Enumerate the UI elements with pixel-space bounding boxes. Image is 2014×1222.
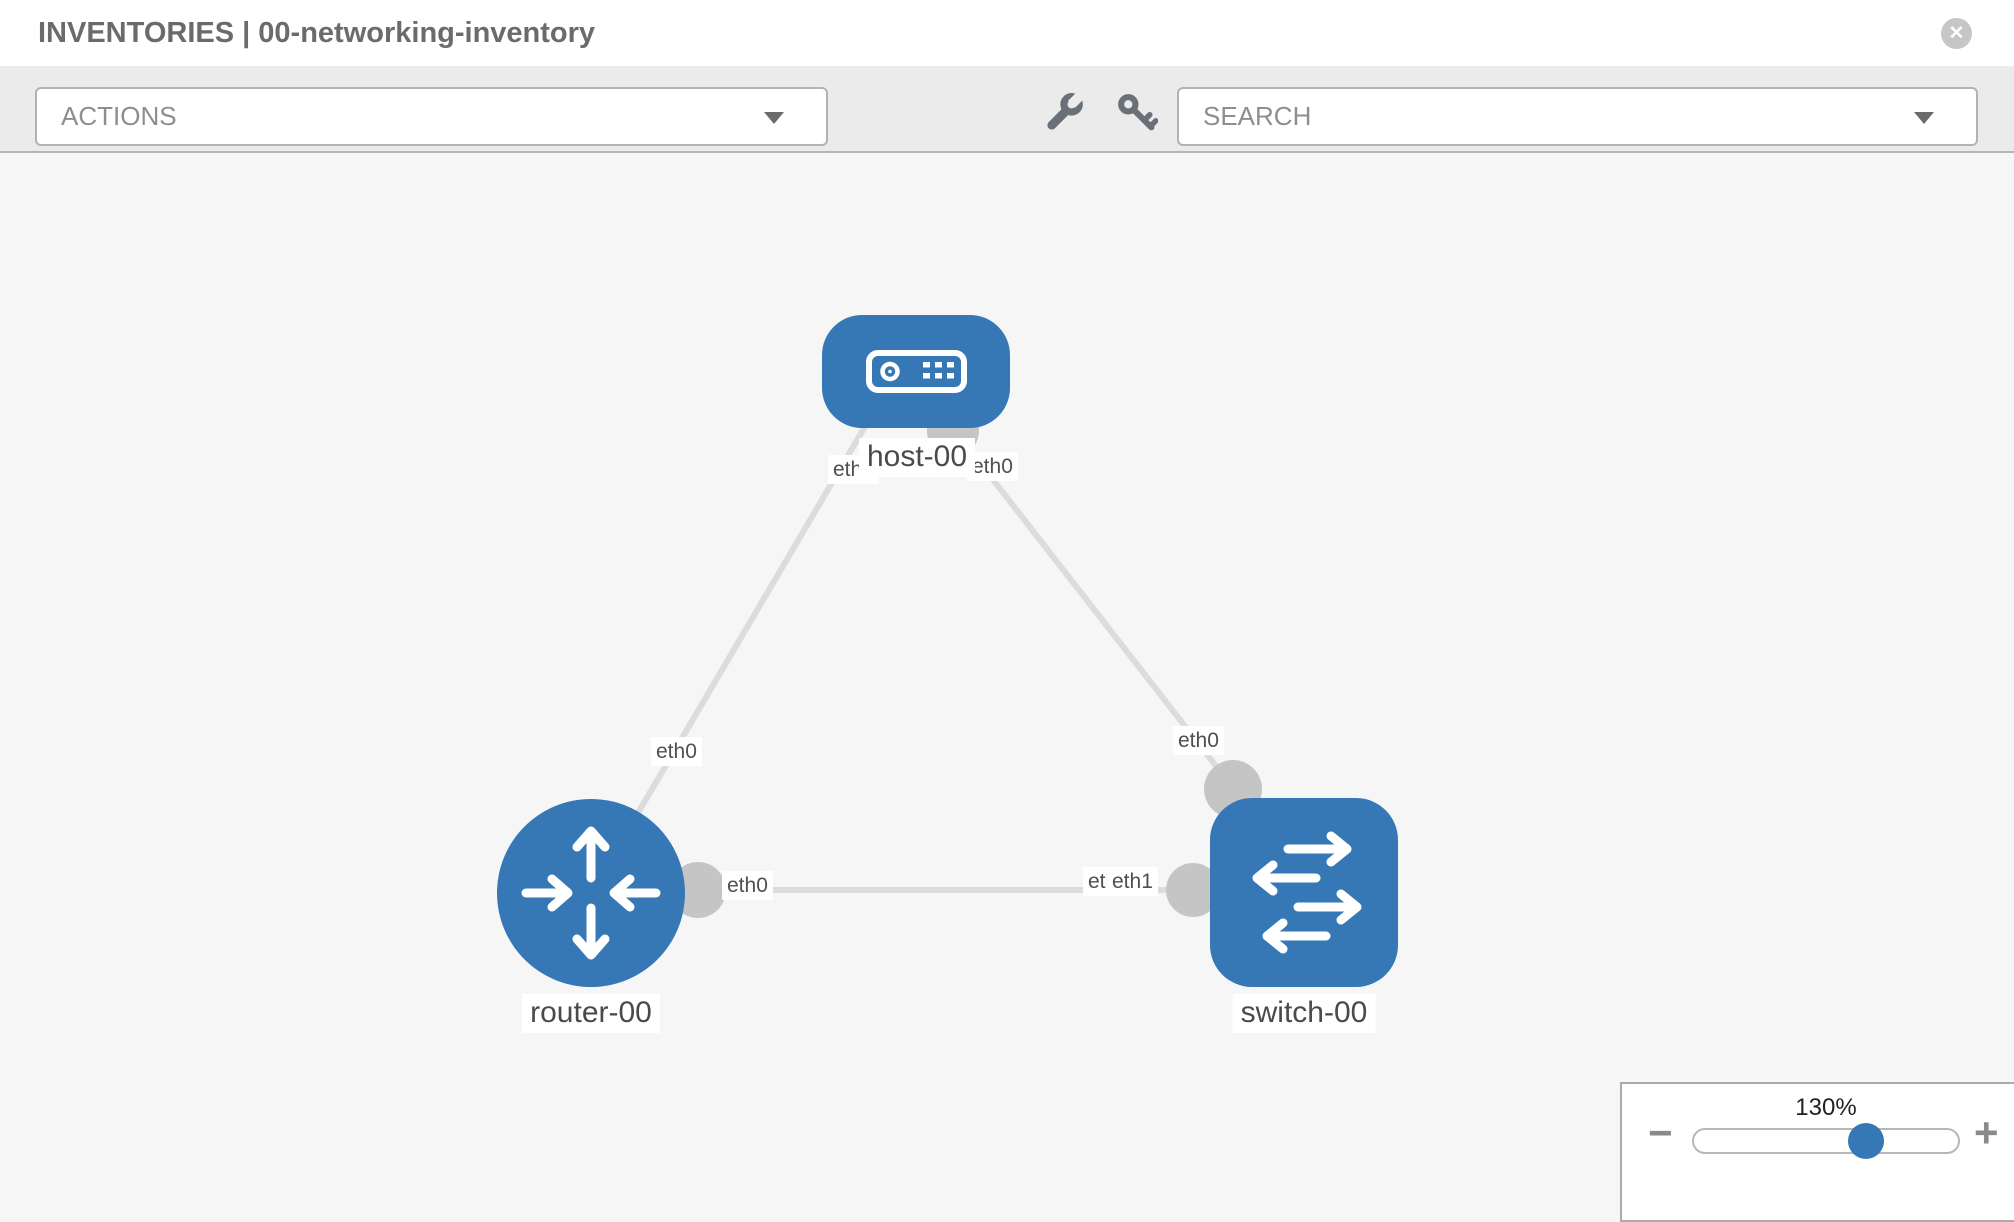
iface-label-host-right: eth0: [967, 452, 1018, 482]
zoom-panel: 130% − +: [1620, 1082, 2014, 1222]
actions-dropdown[interactable]: ACTIONS: [35, 87, 828, 146]
search-dropdown[interactable]: SEARCH: [1177, 87, 1978, 146]
key-icon: [1118, 94, 1159, 131]
search-dropdown-label: SEARCH: [1203, 101, 1312, 131]
node-router[interactable]: [497, 799, 685, 987]
iface-label-host-router-mid: eth0: [651, 737, 702, 767]
chevron-down-icon: [1914, 111, 1934, 124]
zoom-in-button[interactable]: +: [1974, 1112, 1999, 1154]
switch-icon: [1252, 831, 1362, 954]
zoom-out-button[interactable]: −: [1648, 1112, 1673, 1154]
interface-circles: [670, 405, 1262, 918]
iface-label-router-switch-left: eth0: [722, 871, 773, 901]
wrench-icon: [1047, 87, 1089, 130]
credentials-button[interactable]: [1114, 90, 1159, 134]
toolbar: ACTIONS SEARCH: [0, 66, 2014, 153]
minus-icon: −: [1648, 1109, 1673, 1156]
node-switch[interactable]: [1210, 798, 1398, 987]
header: INVENTORIES | 00-networking-inventory ✕: [0, 0, 2014, 66]
node-label-router[interactable]: router-00: [522, 994, 660, 1033]
node-label-host[interactable]: host-00: [858, 438, 976, 477]
iface-label-host-switch-mid: eth0: [1173, 726, 1224, 756]
router-icon: [521, 826, 661, 960]
close-icon: ✕: [1948, 23, 1965, 44]
zoom-slider[interactable]: [1692, 1123, 1960, 1159]
zoom-slider-handle[interactable]: [1848, 1123, 1884, 1159]
actions-dropdown-label: ACTIONS: [61, 101, 177, 131]
plus-icon: +: [1974, 1109, 1999, 1156]
host-icon: [866, 350, 967, 393]
page-title: INVENTORIES | 00-networking-inventory: [38, 16, 596, 49]
interface-circle-switch-left[interactable]: [1166, 863, 1220, 917]
zoom-value: 130%: [1795, 1094, 1857, 1121]
node-host[interactable]: [822, 315, 1010, 428]
link-lines: [588, 416, 1240, 895]
configure-button[interactable]: [1043, 87, 1089, 134]
close-button[interactable]: ✕: [1941, 18, 1972, 49]
node-label-switch[interactable]: switch-00: [1232, 994, 1376, 1033]
chevron-down-icon: [764, 111, 784, 124]
iface-label-router-switch-right-over: eth1: [1107, 867, 1158, 897]
